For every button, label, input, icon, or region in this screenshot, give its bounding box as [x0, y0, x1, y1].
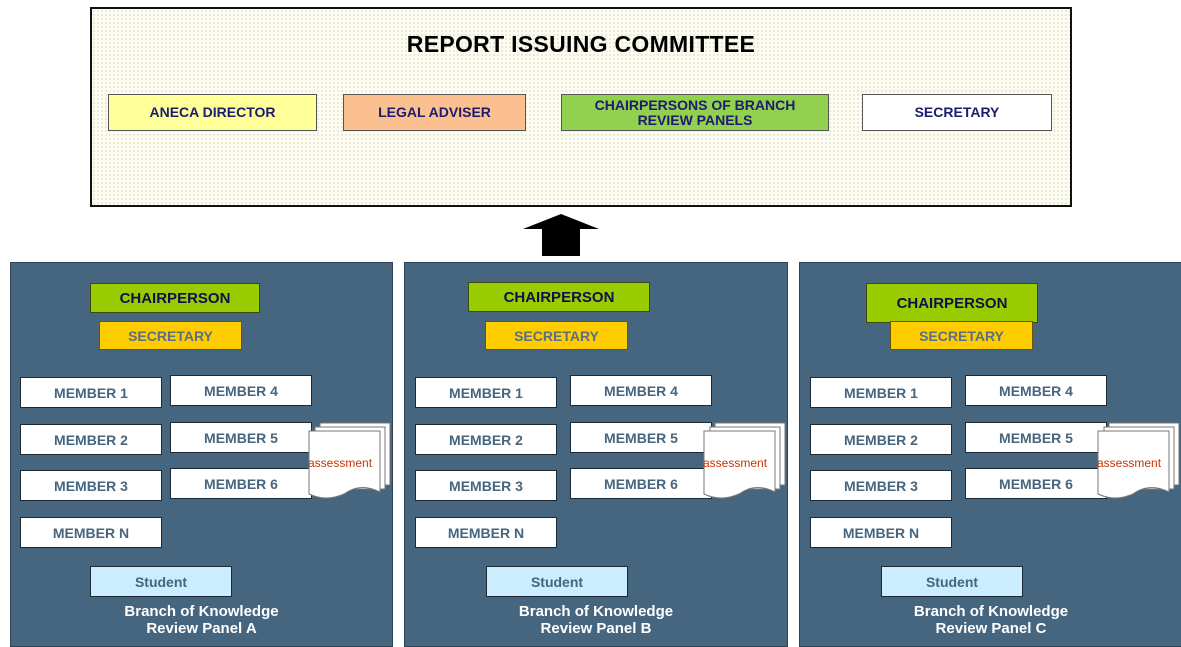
- assessment-label: assessment: [308, 456, 373, 470]
- role-secretary: SECRETARY: [862, 94, 1052, 131]
- report-issuing-committee: REPORT ISSUING COMMITTEE ANECA DIRECTOR …: [90, 7, 1072, 207]
- chairperson-box: CHAIRPERSON: [468, 282, 650, 312]
- assessment-document-icon: [1097, 422, 1180, 499]
- panel-name-line: Review Panel B: [540, 620, 652, 637]
- panel-name: Branch of Knowledge Review Panel B: [405, 603, 787, 637]
- assessment-label: assessment: [703, 456, 768, 470]
- member-box: MEMBER 2: [810, 424, 952, 455]
- secretary-box: SECRETARY: [890, 321, 1033, 350]
- secretary-box: SECRETARY: [485, 321, 628, 350]
- member-box: MEMBER 5: [965, 422, 1107, 453]
- review-panel-b: CHAIRPERSON SECRETARY MEMBER 1 MEMBER 2 …: [404, 262, 788, 647]
- member-box: MEMBER 3: [20, 470, 162, 501]
- member-box: MEMBER 4: [570, 375, 712, 406]
- assessment-label: assessment: [1097, 456, 1162, 470]
- review-panel-a: CHAIRPERSON SECRETARY MEMBER 1 MEMBER 2 …: [10, 262, 393, 647]
- student-box: Student: [486, 566, 628, 597]
- member-box: MEMBER 6: [965, 468, 1107, 499]
- member-box: MEMBER 1: [810, 377, 952, 408]
- member-box: MEMBER N: [810, 517, 952, 548]
- assessment-document-icon: [703, 422, 786, 499]
- role-aneca-director: ANECA DIRECTOR: [108, 94, 317, 131]
- member-box: MEMBER 3: [415, 470, 557, 501]
- student-box: Student: [90, 566, 232, 597]
- up-arrow-icon: [523, 214, 599, 256]
- member-box: MEMBER 4: [170, 375, 312, 406]
- member-box: MEMBER 5: [570, 422, 712, 453]
- chairperson-box: CHAIRPERSON: [866, 283, 1038, 323]
- member-box: MEMBER 5: [170, 422, 312, 453]
- panel-name: Branch of Knowledge Review Panel C: [800, 603, 1181, 637]
- member-box: MEMBER 6: [570, 468, 712, 499]
- member-box: MEMBER 1: [415, 377, 557, 408]
- review-panel-c: CHAIRPERSON SECRETARY MEMBER 1 MEMBER 2 …: [799, 262, 1181, 647]
- panel-name-line: Branch of Knowledge: [913, 603, 1069, 620]
- member-box: MEMBER 4: [965, 375, 1107, 406]
- chairperson-box: CHAIRPERSON: [90, 283, 260, 313]
- panel-name-line: Review Panel A: [146, 620, 257, 637]
- panel-name-line: Branch of Knowledge: [518, 603, 674, 620]
- student-box: Student: [881, 566, 1023, 597]
- member-box: MEMBER N: [415, 517, 557, 548]
- member-box: MEMBER 2: [415, 424, 557, 455]
- member-box: MEMBER 2: [20, 424, 162, 455]
- member-box: MEMBER 1: [20, 377, 162, 408]
- role-chairpersons-of-branch-review-panels: CHAIRPERSONS OF BRANCH REVIEW PANELS: [561, 94, 829, 131]
- member-box: MEMBER 6: [170, 468, 312, 499]
- role-legal-adviser: LEGAL ADVISER: [343, 94, 526, 131]
- assessment-document-icon: [308, 422, 391, 499]
- member-box: MEMBER N: [20, 517, 162, 548]
- panel-name-line: Review Panel C: [935, 620, 1047, 637]
- secretary-box: SECRETARY: [99, 321, 242, 350]
- panel-name: Branch of Knowledge Review Panel A: [11, 603, 392, 637]
- member-box: MEMBER 3: [810, 470, 952, 501]
- panel-name-line: Branch of Knowledge: [124, 603, 279, 620]
- committee-title: REPORT ISSUING COMMITTEE: [406, 31, 756, 57]
